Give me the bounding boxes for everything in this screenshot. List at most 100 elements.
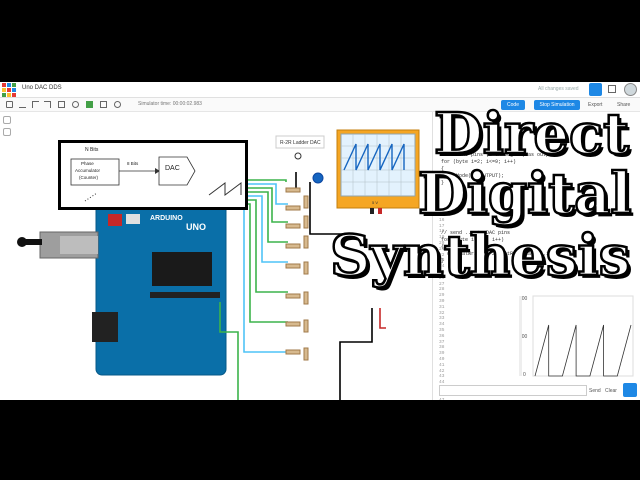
line-number: 26 [439, 275, 445, 281]
graph-icon[interactable] [623, 383, 637, 397]
stop-simulation-button[interactable]: Stop Simulation [534, 100, 580, 110]
line-number: 36 [439, 333, 445, 339]
list-view-icon[interactable] [608, 85, 616, 93]
overlay-word-3: Synthesis [329, 223, 632, 289]
settings-icon[interactable] [114, 101, 121, 108]
project-title[interactable]: Uno DAC DDS [22, 85, 62, 91]
plot-ymin: 0 [523, 372, 526, 378]
scope-trace [343, 143, 405, 171]
code-snippet-4[interactable]: pinMode(i, OUTPUT); [441, 173, 505, 179]
line-number: 35 [439, 327, 445, 333]
line-number: 18 [439, 229, 445, 235]
line-number: 40 [439, 356, 445, 362]
line-number: 21 [439, 246, 445, 252]
oscilloscope[interactable]: 5 V [336, 129, 420, 214]
accumulator-line1: Phase [81, 161, 94, 166]
line-number: 31 [439, 304, 445, 310]
arduino-board[interactable]: ARDUINO UNO [17, 196, 227, 376]
dds-block-diagram: N Bits Phase Accumulator (Counter) 8 Bit… [58, 140, 248, 210]
r2r-ladder[interactable] [285, 172, 324, 361]
circuit-canvas[interactable]: ARDUINO UNO [0, 112, 432, 400]
line-number: 25 [439, 269, 445, 275]
line-number: 41 [439, 362, 445, 368]
board-brand-text: ARDUINO [150, 215, 183, 222]
line-number: 27 [439, 281, 445, 287]
code-snippet-6[interactable]: // send ... to DAC pins [441, 230, 511, 236]
code-button[interactable]: Code [501, 100, 525, 110]
serial-input[interactable] [439, 385, 587, 396]
dac-box [158, 156, 196, 186]
plot-scrollbar[interactable] [519, 296, 522, 376]
code-snippet-3[interactable]: { [441, 166, 445, 172]
board-capacitor [126, 214, 140, 224]
board-chip [152, 252, 212, 286]
line-number: 39 [439, 351, 445, 357]
code-snippet-1[interactable]: set DAC pins (2 through 9) as outputs [441, 152, 559, 158]
line-number: 20 [439, 240, 445, 246]
plot-series [534, 324, 632, 377]
code-panel: set DAC pins (2 through 9) as outputs fo… [432, 112, 640, 400]
flip-icon[interactable] [72, 101, 79, 108]
line-number: 30 [439, 298, 445, 304]
wire-color-icon[interactable] [86, 101, 93, 108]
send-button[interactable]: Send [589, 388, 601, 394]
save-status: All changes saved [538, 86, 579, 92]
ladder-label: R-2R Ladder DAC [280, 140, 321, 146]
output-sawtooth [208, 182, 242, 196]
line-number: 29 [439, 293, 445, 299]
plot-ymax: 400 [519, 296, 528, 302]
rotate-icon[interactable] [6, 101, 13, 108]
circuit-view-icon[interactable] [589, 83, 602, 96]
bits-label: 8 Bits [127, 161, 139, 166]
toolbar: Simulator time: 00:00:02.983 Code Stop S… [0, 98, 640, 112]
power-jack [92, 312, 118, 342]
notes-icon[interactable] [58, 101, 65, 108]
delete-icon[interactable] [19, 101, 26, 108]
accumulator-line2: Accumulator [75, 168, 101, 173]
line-number: 32 [439, 310, 445, 316]
wire-type-icon[interactable] [100, 101, 107, 108]
line-number: 44 [439, 380, 445, 386]
staircase-dots [84, 192, 98, 202]
line-number: 16 [439, 217, 445, 223]
export-link[interactable]: Export [588, 102, 603, 108]
scope-grid [341, 134, 415, 196]
usb-port [60, 236, 98, 254]
accumulator-box [70, 158, 120, 186]
redo-icon[interactable] [44, 101, 51, 108]
undo-icon[interactable] [32, 101, 39, 108]
line-number: 47 [439, 397, 445, 401]
n-bits-label: N Bits [85, 147, 99, 153]
zoom-in-icon[interactable] [3, 128, 11, 136]
line-number: 33 [439, 316, 445, 322]
clear-button[interactable]: Clear [605, 388, 617, 394]
line-number: 38 [439, 345, 445, 351]
line-number: 22 [439, 252, 445, 258]
usb-cable-plug [26, 239, 42, 245]
code-snippet-2[interactable]: for (byte i=2; i<=9; i++) [441, 159, 517, 165]
share-link[interactable]: Share [617, 102, 631, 108]
code-snippet-7[interactable]: for (byte i=...; i++) [441, 237, 505, 243]
line-number: 43 [439, 374, 445, 380]
line-number: 17 [439, 223, 445, 229]
serial-plotter: 400 200 0 [519, 295, 634, 378]
line-number: 42 [439, 368, 445, 374]
code-snippet-9[interactable]: digitalWrite(i+2, bitRead(dacVal,i)); [441, 251, 559, 257]
code-snippet-5[interactable]: } [441, 180, 445, 186]
board-model-text: UNO [186, 222, 206, 232]
probe-icon [312, 172, 324, 184]
avatar[interactable] [624, 83, 637, 96]
line-number: 15 [439, 212, 445, 217]
code-snippet-8[interactable]: { [441, 244, 445, 250]
accumulator-line3: (Counter) [79, 175, 99, 180]
tinkercad-logo[interactable] [2, 83, 16, 97]
fit-view-icon[interactable] [3, 116, 11, 124]
line-number: 28 [439, 287, 445, 293]
simulator-time: Simulator time: 00:00:02.983 [138, 101, 202, 107]
overlay-word-1: Direct [433, 101, 630, 167]
usb-cable [17, 237, 27, 247]
board-header-bottom [150, 292, 220, 298]
code-snippet-10[interactable]: } [441, 258, 445, 264]
line-number: 19 [439, 235, 445, 241]
